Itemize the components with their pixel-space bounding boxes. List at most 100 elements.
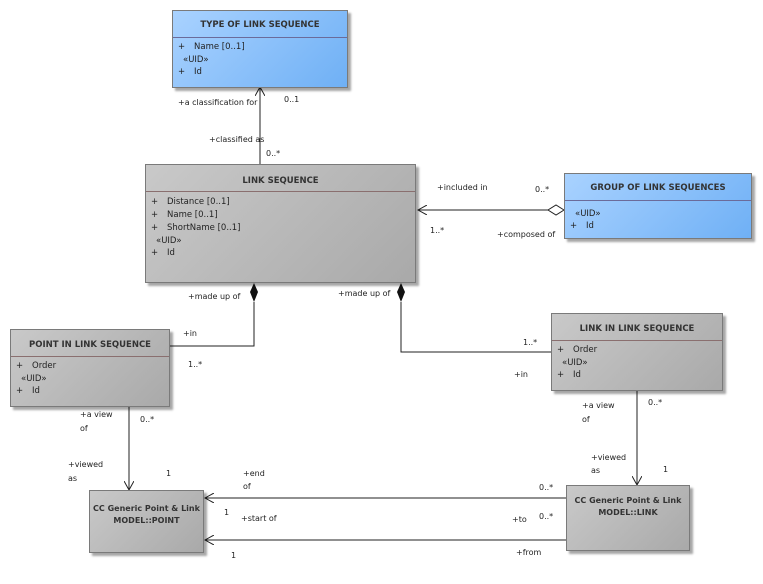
stereotype-label: «UID» — [575, 209, 601, 219]
multiplicity-label: 0..1 — [284, 95, 300, 104]
attribute-row: + Distance [0..1] — [146, 196, 415, 209]
role-label: +from — [516, 548, 542, 557]
attribute-row: + ShortName [0..1] — [146, 222, 415, 235]
attribute-name: Order — [573, 345, 598, 355]
visibility-marker: + — [178, 67, 186, 77]
visibility-marker: + — [16, 386, 24, 396]
divider: + Name [0..1] «UID» + Id — [173, 37, 347, 79]
role-label: +to — [512, 515, 527, 524]
attribute-name: Id — [194, 67, 202, 77]
multiplicity-label: 0..* — [266, 149, 281, 158]
role-label: +made up of — [338, 289, 391, 298]
class-title: POINT IN LINK SEQUENCE — [29, 340, 151, 350]
role-label: +a view — [582, 401, 615, 410]
stereotype-label: «UID» — [183, 55, 209, 65]
aggregation-diamond-icon — [547, 204, 565, 216]
composition-diamond-icon — [250, 283, 258, 302]
multiplicity-label: 1 — [663, 465, 669, 474]
class-title-line-1: CC Generic Point & Link — [574, 496, 682, 505]
visibility-marker: + — [151, 210, 159, 220]
stereotype-label: «UID» — [21, 374, 47, 384]
composition-point-in-link-sequence — [170, 302, 255, 347]
attribute-name: Id — [573, 370, 581, 380]
class-cc-generic-point[interactable]: CC Generic Point & Link MODEL::POINT — [89, 490, 204, 553]
role-label: +in — [183, 329, 197, 338]
divider: + Distance [0..1] + Name [0..1] + ShortN… — [146, 191, 415, 260]
attribute-name: Id — [32, 386, 40, 396]
multiplicity-label: 0..* — [539, 483, 554, 492]
attribute-row: + Name [0..1] — [173, 41, 347, 54]
attribute-name: Name [0..1] — [167, 210, 218, 220]
multiplicity-label: 0..* — [648, 398, 663, 407]
visibility-marker: + — [178, 42, 186, 52]
class-point-in-link-sequence[interactable]: POINT IN LINK SEQUENCE + Order «UID» + I… — [10, 329, 170, 407]
class-title-line-2: MODEL::LINK — [598, 508, 658, 517]
divider: + Order «UID» + Id — [552, 340, 722, 382]
multiplicity-label: 1 — [166, 469, 172, 478]
multiplicity-label: 0..* — [535, 185, 550, 194]
stereotype-label: «UID» — [156, 236, 182, 246]
attribute-name: ShortName [0..1] — [167, 223, 241, 233]
role-label: +made up of — [188, 292, 241, 301]
class-title: LINK IN LINK SEQUENCE — [579, 324, 695, 334]
role-label: as — [68, 474, 78, 483]
multiplicity-label: 0..* — [140, 415, 155, 424]
role-label: +in — [514, 370, 528, 379]
visibility-marker: + — [557, 370, 565, 380]
class-title-line-2: MODEL::POINT — [113, 516, 180, 525]
attribute-name: Id — [586, 221, 594, 231]
class-title: LINK SEQUENCE — [242, 176, 319, 186]
class-title: GROUP OF LINK SEQUENCES — [590, 183, 726, 193]
attribute-row: + Order — [11, 360, 169, 373]
attribute-row: + Id — [173, 66, 347, 79]
attribute-name: Distance [0..1] — [167, 197, 230, 207]
multiplicity-label: 1 — [224, 508, 230, 517]
attribute-row: + Id — [146, 247, 415, 260]
multiplicity-label: 1..* — [188, 360, 203, 369]
role-label: of — [243, 482, 251, 491]
attribute-name: Order — [32, 361, 57, 371]
role-label: of — [582, 415, 590, 424]
multiplicity-label: 1..* — [430, 226, 445, 235]
role-label: of — [80, 424, 88, 433]
class-link-in-link-sequence[interactable]: LINK IN LINK SEQUENCE + Order «UID» + Id — [551, 313, 723, 391]
role-label: +end — [243, 469, 265, 478]
role-label: +included in — [437, 183, 488, 192]
visibility-marker: + — [557, 345, 565, 355]
attribute-row: + Id — [552, 369, 722, 382]
class-group-of-link-sequences[interactable]: GROUP OF LINK SEQUENCES «UID» + Id — [564, 173, 752, 239]
role-label: as — [591, 466, 601, 475]
role-label: +classified as — [209, 135, 265, 144]
role-label: +viewed — [68, 460, 104, 469]
class-title-line-1: CC Generic Point & Link — [93, 504, 200, 513]
attribute-row: + Order — [552, 344, 722, 357]
visibility-marker: + — [16, 361, 24, 371]
class-title: TYPE OF LINK SEQUENCE — [200, 20, 320, 30]
visibility-marker: + — [151, 248, 159, 258]
role-label: +a view — [80, 410, 113, 419]
role-label: +start of — [241, 514, 277, 523]
attribute-row: + Id — [565, 220, 751, 233]
multiplicity-label: 1 — [231, 551, 237, 560]
role-label: +composed of — [497, 230, 556, 239]
composition-diamond-icon — [397, 283, 405, 302]
divider: «UID» + Id — [565, 200, 751, 233]
class-cc-generic-link[interactable]: CC Generic Point & Link MODEL::LINK — [566, 485, 690, 551]
class-link-sequence[interactable]: LINK SEQUENCE + Distance [0..1] + Name [… — [145, 164, 416, 283]
divider: + Order «UID» + Id — [11, 356, 169, 398]
visibility-marker: + — [570, 221, 578, 231]
attribute-name: Name [0..1] — [194, 42, 245, 52]
attribute-name: Id — [167, 248, 175, 258]
composition-link-in-link-sequence — [400, 302, 551, 353]
attribute-row: + Name [0..1] — [146, 209, 415, 222]
multiplicity-label: 0..* — [539, 512, 554, 521]
stereotype-label: «UID» — [562, 358, 588, 368]
role-label: +a classification for — [178, 98, 258, 107]
visibility-marker: + — [151, 223, 159, 233]
multiplicity-label: 1..* — [523, 338, 538, 347]
class-type-of-link-sequence[interactable]: TYPE OF LINK SEQUENCE + Name [0..1] «UID… — [172, 10, 348, 88]
attribute-row: + Id — [11, 385, 169, 398]
role-label: +viewed — [591, 453, 627, 462]
visibility-marker: + — [151, 197, 159, 207]
